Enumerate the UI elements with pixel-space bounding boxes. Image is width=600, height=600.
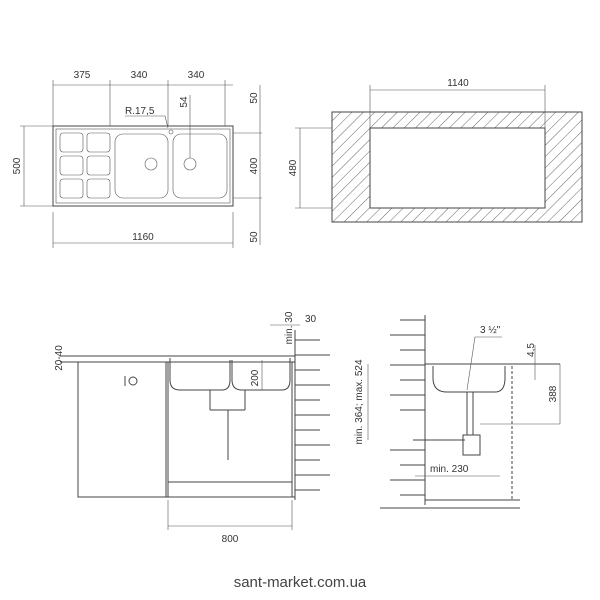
- dim-388: 388: [548, 385, 559, 402]
- cutout-view: 1140 480: [288, 78, 583, 223]
- dim-1160: 1160: [132, 232, 154, 243]
- drain-size: 3 ½": [480, 325, 501, 336]
- dim-340-a: 340: [131, 70, 148, 81]
- side-view: 800 200 min. 30 30 20-40: [54, 311, 330, 545]
- dim-50-bottom: 50: [249, 231, 260, 243]
- dim-800: 800: [222, 534, 239, 545]
- watermark: sant-market.com.ua: [233, 574, 367, 591]
- dim-30: 30: [305, 314, 317, 325]
- dim-4-5: 4,5: [526, 343, 537, 357]
- brick-wall-right: [380, 315, 560, 509]
- sink-top-view: 375 340 340 R.17,5 54 50 400 50 500 1160: [12, 70, 262, 248]
- dim-54: 54: [179, 96, 190, 108]
- brick-wall-left: [294, 330, 330, 500]
- dim-480: 480: [288, 159, 299, 176]
- dim-min-230: min. 230: [430, 464, 469, 475]
- dim-1140: 1140: [447, 78, 469, 89]
- dim-400: 400: [249, 157, 260, 174]
- dim-20-40: 20-40: [54, 345, 65, 371]
- dim-200: 200: [250, 369, 261, 386]
- dim-50-top: 50: [249, 92, 260, 104]
- section-view: 3 ½" 4,5 388 min. 364; max. 524 min. 230: [354, 315, 561, 509]
- dim-min-max: min. 364; max. 524: [354, 359, 365, 444]
- dim-min-30: min. 30: [284, 311, 295, 344]
- dim-500: 500: [12, 157, 23, 174]
- dim-375: 375: [74, 70, 91, 81]
- dim-340-b: 340: [188, 70, 205, 81]
- dim-radius: R.17,5: [125, 106, 155, 117]
